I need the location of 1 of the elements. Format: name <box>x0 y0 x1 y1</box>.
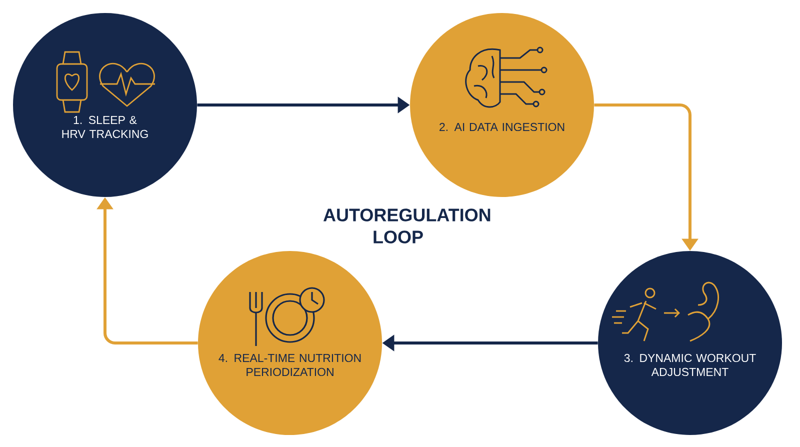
title: AUTOREGULATION LOOP <box>323 208 490 244</box>
